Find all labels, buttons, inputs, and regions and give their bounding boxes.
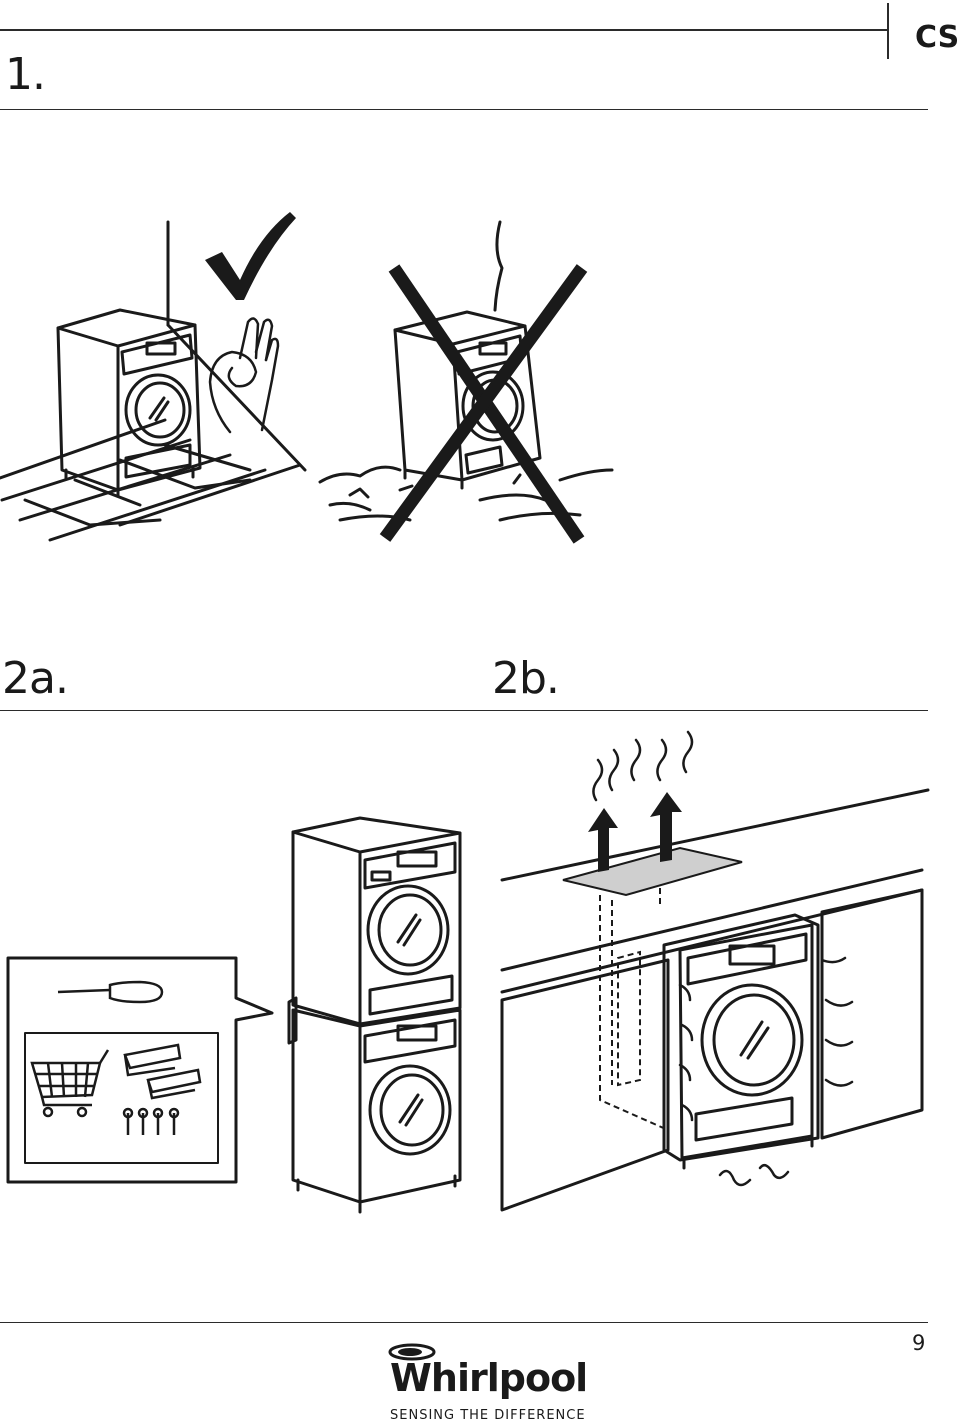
header-rule-vertical bbox=[887, 3, 889, 59]
header-rule-bottom bbox=[0, 109, 928, 110]
header-rule-top bbox=[0, 29, 888, 31]
section2-rule bbox=[0, 710, 928, 711]
page-number: 9 bbox=[912, 1331, 926, 1355]
step-1-label: 1. bbox=[5, 49, 46, 100]
screwdriver-icon bbox=[57, 980, 164, 1004]
footer-rule bbox=[0, 1322, 928, 1323]
language-code: CS bbox=[915, 20, 960, 55]
vent-grille bbox=[562, 846, 743, 897]
checkmark-icon bbox=[205, 212, 296, 300]
shopping-cart-icon bbox=[30, 1049, 110, 1118]
ok-hand-icon bbox=[208, 317, 280, 434]
heat-wave-icon bbox=[588, 792, 682, 872]
brand-tagline: SENSING THE DIFFERENCE bbox=[390, 1408, 586, 1423]
whirlpool-swirl-icon bbox=[388, 1343, 436, 1361]
brand-logo-text: Whirlpool bbox=[390, 1356, 588, 1400]
step-2a-label: 2a. bbox=[2, 653, 69, 704]
cross-icon bbox=[379, 264, 588, 544]
step-2b-label: 2b. bbox=[492, 653, 560, 704]
